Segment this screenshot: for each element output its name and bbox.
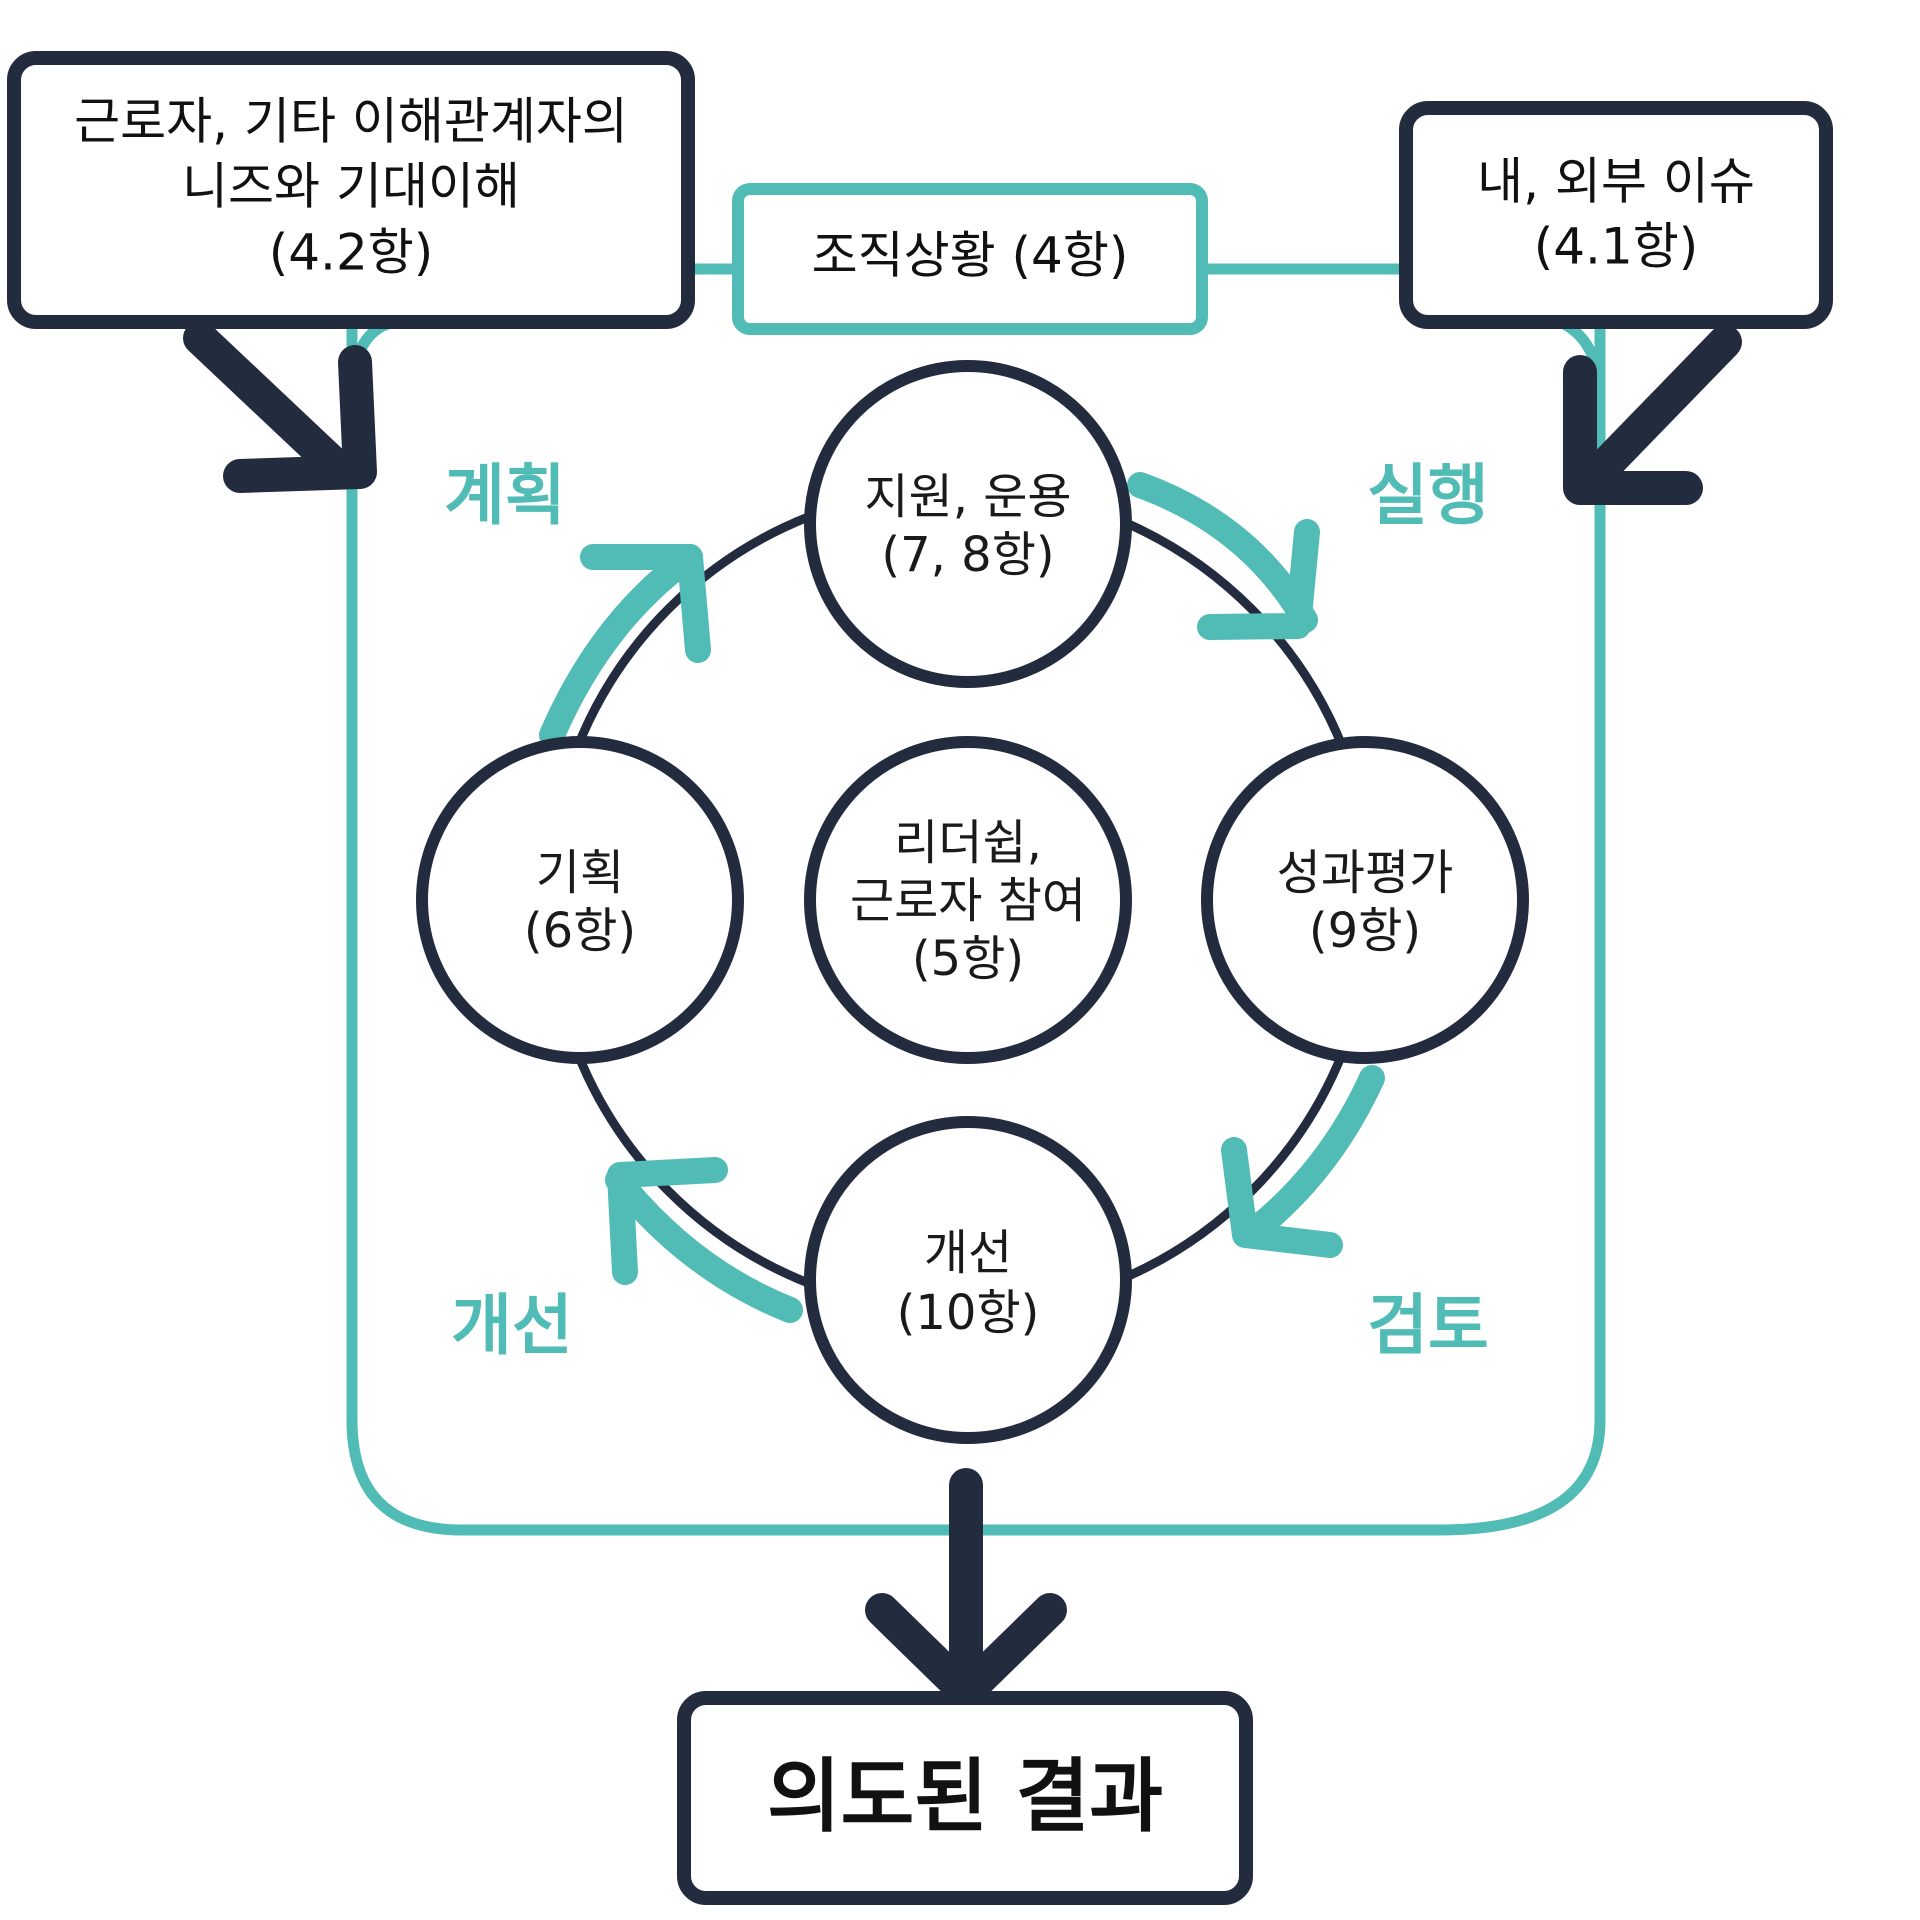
context-frame — [346, 324, 1606, 1536]
curved-arrow-icon-act — [605, 1157, 803, 1323]
result-box-label: 의도된 결과 — [767, 1750, 1163, 1843]
node-leadership-line2: 근로자 참여 — [850, 873, 1086, 929]
node-evaluation: 성과평가 (9항) — [1201, 736, 1529, 1064]
phase-label-act: 개선 — [451, 1287, 572, 1364]
down-arrow-icon — [865, 1468, 1067, 1709]
phase-label-do: 실행 — [1367, 457, 1488, 534]
node-planning: 기획 (6항) — [416, 736, 744, 1064]
issues-box — [1399, 101, 1833, 329]
chevron-arrow-icon-right — [1563, 325, 1742, 505]
node-improvement: 개선 (10항) — [804, 1116, 1132, 1444]
curved-arrow-icon-check — [1221, 1065, 1385, 1258]
node-evaluation-line2: (9항) — [1309, 903, 1421, 959]
needs-box — [7, 51, 695, 329]
node-planning-line2: (6항) — [524, 903, 636, 959]
node-improvement-line1: 개선 — [924, 1225, 1012, 1281]
node-improvement-line2: (10항) — [897, 1285, 1040, 1341]
issues-box-line2: (4.1항) — [1534, 218, 1699, 276]
node-support: 지원, 운용 (7, 8항) — [804, 360, 1132, 688]
needs-box-line3: (4.2항) — [269, 224, 434, 282]
node-leadership-line1: 리더쉽, — [894, 815, 1042, 871]
node-evaluation-line1: 성과평가 — [1277, 845, 1454, 901]
needs-box-line2: 니즈와 기대이해 — [182, 158, 520, 216]
chevron-arrow-icon-left — [183, 321, 377, 493]
curved-arrow-icon-do — [1127, 472, 1320, 640]
node-support-line2: (7, 8항) — [881, 527, 1054, 583]
phase-label-plan: 계획 — [444, 457, 565, 534]
result-box — [677, 1691, 1253, 1905]
node-planning-line1: 기획 — [536, 845, 624, 901]
node-leadership-line3: (5항) — [912, 931, 1024, 987]
node-support-line1: 지원, 운용 — [864, 469, 1071, 525]
context-box-label: 조직상황 (4항) — [812, 227, 1129, 285]
issues-box-line1: 내, 외부 이슈 — [1477, 153, 1755, 211]
needs-box-line1: 근로자, 기타 이해관계자의 — [74, 93, 628, 151]
context-box — [732, 183, 1208, 335]
curved-arrow-icon-plan — [539, 544, 711, 748]
node-leadership: 리더쉽, 근로자 참여 (5항) — [804, 736, 1132, 1064]
phase-label-check: 검토 — [1367, 1287, 1488, 1364]
